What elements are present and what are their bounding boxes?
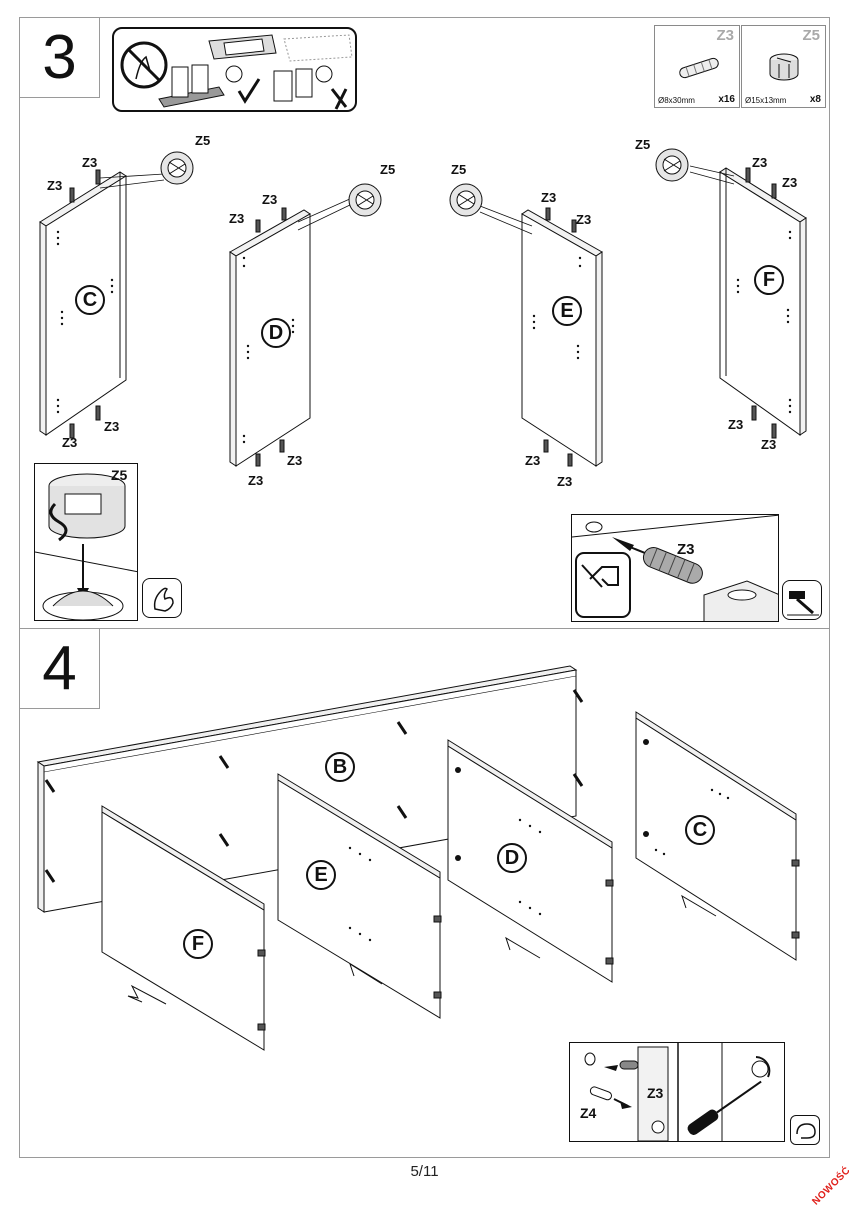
cam-tightening-illustration: [584, 1043, 771, 1141]
hardware-box-z5: Z5 Ø15x13mm x8: [741, 25, 826, 108]
dowel-insertion-illustration: [572, 515, 778, 621]
cam-lock-icon: [449, 183, 483, 217]
panel-f-label: F: [183, 929, 213, 959]
rotate-tool-icon: [790, 1115, 820, 1145]
panel-d-label: D: [497, 843, 527, 873]
z3-label: Z3: [647, 1085, 664, 1101]
panel-f-label: F: [754, 265, 784, 295]
z3-label: Z3: [782, 175, 798, 190]
z3-label: Z3: [262, 192, 278, 207]
z5-label: Z5: [380, 162, 396, 177]
hardware-dimension: Ø15x13mm: [745, 96, 787, 105]
z3-label: Z3: [557, 474, 573, 489]
z3-label: Z3: [287, 453, 303, 468]
floor-protection-warning: [112, 27, 357, 112]
cam-tightening-detail: Z3 Z4: [569, 1042, 785, 1142]
page-number: 5/11: [410, 1163, 439, 1180]
dowel-insertion-detail: Z3: [571, 514, 779, 622]
z5-label: Z5: [635, 137, 651, 152]
hardware-code: Z5: [802, 27, 820, 44]
step-4-frame: [19, 628, 830, 1158]
wooden-dowel-icon: [679, 57, 719, 79]
z3-label: Z3: [541, 190, 557, 205]
panel-e-label: E: [552, 296, 582, 326]
step-4-number: 4: [20, 629, 100, 709]
warning-pictogram: [120, 34, 353, 110]
panel-d-label: D: [261, 318, 291, 348]
z3-label: Z3: [47, 178, 63, 193]
panel-c-label: C: [685, 815, 715, 845]
z5-label: Z5: [195, 133, 211, 148]
z5-label: Z5: [111, 467, 128, 483]
hardware-quantity: x16: [718, 94, 735, 105]
hardware-quantity: x8: [809, 94, 821, 105]
hammer-tool-icon: [782, 580, 822, 620]
panel-e-label: E: [306, 860, 336, 890]
cam-lock-icon: [348, 183, 382, 217]
hardware-code: Z3: [716, 27, 734, 44]
z3-label: Z3: [62, 435, 78, 450]
z3-label: Z3: [229, 211, 245, 226]
cam-insertion-illustration: [35, 473, 137, 620]
cam-lock-icon: [655, 148, 689, 182]
panel-b-label: B: [325, 752, 355, 782]
press-hand-icon: [142, 578, 182, 618]
z4-label: Z4: [580, 1105, 597, 1121]
z3-label: Z3: [576, 212, 592, 227]
panel-f-drawing: [689, 165, 807, 439]
hand-icon: [153, 587, 174, 612]
panel-e-drawing: [479, 205, 603, 467]
cam-lock-icon: [160, 151, 194, 185]
rotate-hand-icon: [796, 1123, 816, 1139]
z3-label: Z3: [677, 541, 695, 558]
hardware-dimension: Ø8x30mm: [658, 96, 695, 105]
cam-insertion-detail: Z5: [34, 463, 138, 621]
step-4-assembly-drawing: [36, 665, 800, 1051]
step-3-number: 3: [20, 18, 100, 98]
z3-label: Z3: [728, 417, 744, 432]
z3-label: Z3: [752, 155, 768, 170]
cam-lock-icon: [769, 53, 799, 81]
z3-label: Z3: [104, 419, 120, 434]
z3-label: Z3: [761, 437, 777, 452]
z3-label: Z3: [248, 473, 264, 488]
panel-c-label: C: [75, 285, 105, 315]
hardware-box-z3: Z3 Ø8x30mm x16: [654, 25, 740, 108]
z3-label: Z3: [82, 155, 98, 170]
z5-label: Z5: [451, 162, 467, 177]
z3-label: Z3: [525, 453, 541, 468]
hammer-icon: [787, 591, 819, 616]
